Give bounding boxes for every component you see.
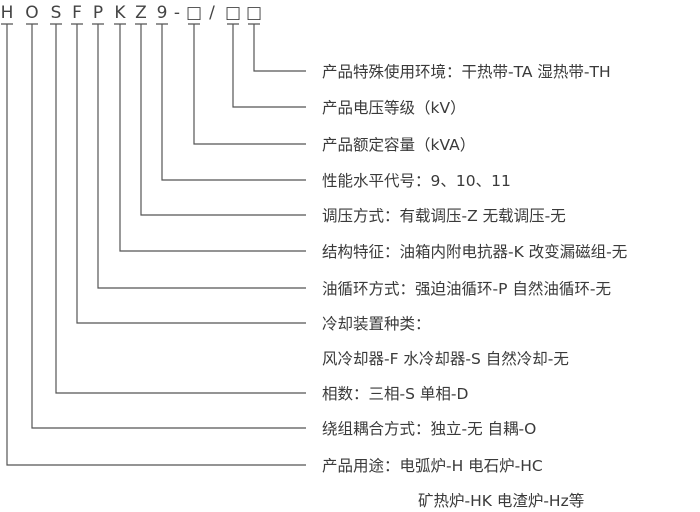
leader-line bbox=[50, 23, 306, 394]
leader-line bbox=[26, 23, 306, 429]
code-description: 性能水平代号：9、10、11 bbox=[322, 172, 511, 190]
leader-line bbox=[248, 23, 306, 72]
code-description: 产品额定容量（kVA） bbox=[322, 136, 476, 154]
leader-line bbox=[188, 23, 306, 145]
model-code-char: 9 bbox=[157, 3, 168, 23]
model-code-char: H bbox=[1, 3, 14, 23]
code-description: 产品特殊使用环境：干热带-TA 湿热带-TH bbox=[322, 63, 611, 81]
model-code-char: - bbox=[174, 3, 180, 23]
code-description: 绕组耦合方式：独立-无 自耦-O bbox=[322, 420, 537, 438]
model-code-char: □ bbox=[225, 3, 241, 23]
leader-line bbox=[227, 23, 306, 108]
model-code-char: Z bbox=[135, 3, 147, 23]
model-code-char: □ bbox=[246, 3, 262, 23]
code-description: 产品电压等级（kV） bbox=[322, 99, 466, 117]
model-code-char: / bbox=[209, 3, 215, 23]
code-description: 产品用途：电弧炉-H 电石炉-HC bbox=[322, 457, 543, 475]
code-description: 矿热炉-HK 电渣炉-Hz等 bbox=[418, 492, 585, 510]
leader-line bbox=[1, 23, 306, 466]
leader-line bbox=[71, 23, 306, 324]
leader-line bbox=[156, 23, 306, 181]
leader-line bbox=[135, 23, 306, 216]
model-code-char: F bbox=[72, 3, 82, 23]
code-description: 冷却装置种类： bbox=[322, 315, 431, 333]
model-code-char: P bbox=[93, 3, 103, 23]
code-description: 调压方式：有载调压-Z 无载调压-无 bbox=[322, 207, 566, 225]
code-description: 油循环方式：强迫油循环-P 自然油循环-无 bbox=[322, 280, 611, 298]
model-code-char: K bbox=[114, 3, 126, 23]
model-code-char: S bbox=[51, 3, 62, 23]
model-code-char: □ bbox=[186, 3, 202, 23]
leader-line bbox=[92, 23, 306, 289]
code-description: 相数：三相-S 单相-D bbox=[322, 385, 469, 403]
code-description: 结构特征：油箱内附电抗器-K 改变漏磁组-无 bbox=[322, 243, 628, 261]
model-code-char: O bbox=[25, 3, 38, 23]
code-description: 风冷却器-F 水冷却器-S 自然冷却-无 bbox=[322, 350, 569, 368]
leader-line bbox=[114, 23, 306, 252]
